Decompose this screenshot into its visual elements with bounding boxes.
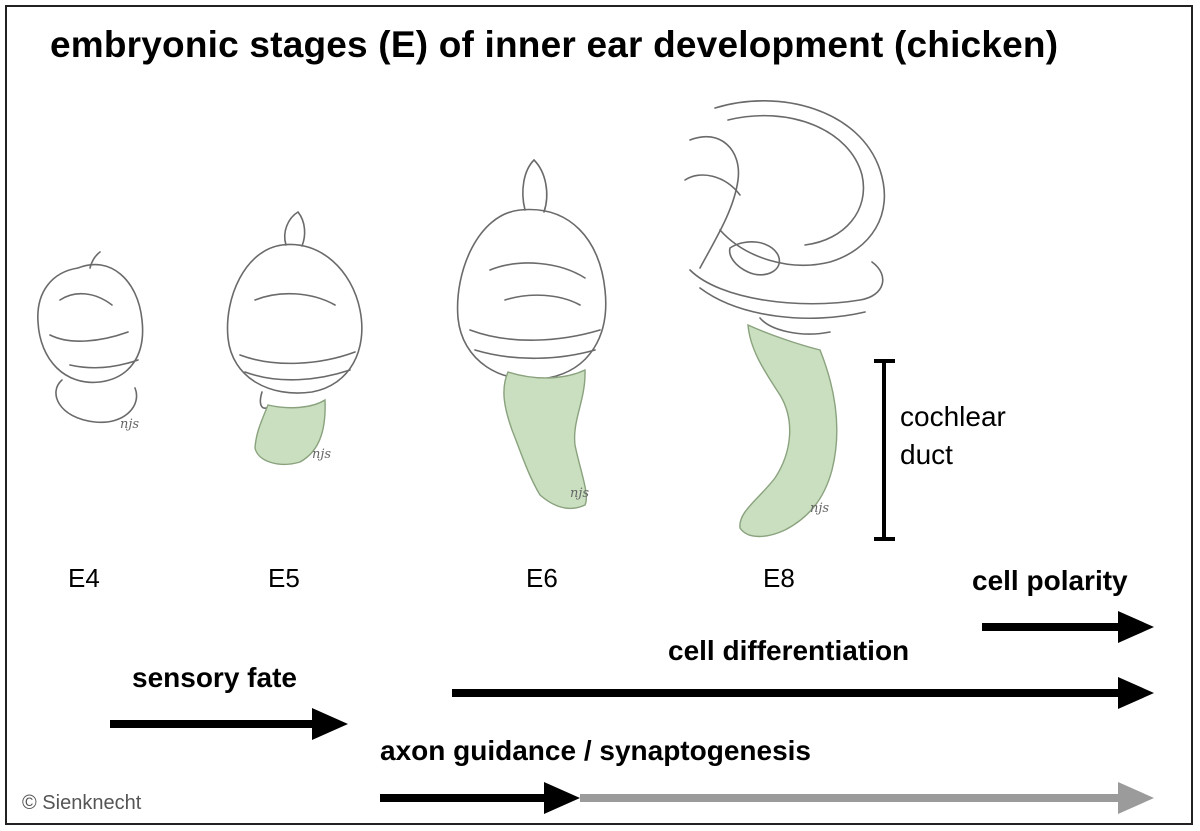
cochlear-bracket xyxy=(874,359,895,541)
stage-label-e4: E4 xyxy=(68,563,100,593)
cell-polarity-arrow xyxy=(982,611,1154,643)
signature-e6: njs xyxy=(570,486,589,501)
cochlear-duct-e6 xyxy=(503,368,587,510)
cell-differentiation-arrow xyxy=(452,677,1154,709)
ear-e5-sketch xyxy=(226,210,363,409)
signature-e8: njs xyxy=(810,501,829,516)
stage-label-e6: E6 xyxy=(526,563,558,593)
cochlear-duct-label: cochlear duct xyxy=(900,398,1006,474)
stage-label-e5: E5 xyxy=(268,563,300,593)
figure-frame xyxy=(5,5,1193,825)
cell-polarity-label: cell polarity xyxy=(972,565,1128,596)
signature-e5: njs xyxy=(312,447,331,462)
cochlear-label-line1: cochlear xyxy=(900,401,1006,432)
axon-guidance-label: axon guidance / synaptogenesis xyxy=(380,735,812,766)
axon-guidance-arrow-early xyxy=(380,782,580,814)
cochlear-duct-e5 xyxy=(254,398,326,466)
stage-label-e8: E8 xyxy=(763,563,795,593)
figure-title: embryonic stages (E) of inner ear develo… xyxy=(50,24,1059,65)
cochlear-duct-e8 xyxy=(739,323,838,538)
cell-differentiation-label: cell differentiation xyxy=(668,635,910,666)
ear-e4-sketch xyxy=(37,251,144,423)
sensory-fate-arrow xyxy=(110,708,348,740)
axon-guidance-arrow-late xyxy=(580,782,1154,814)
cochlear-label-line2: duct xyxy=(900,439,953,470)
sensory-fate-label: sensory fate xyxy=(132,662,297,693)
copyright-notice: © Sienknecht xyxy=(22,792,142,814)
signature-e4: njs xyxy=(120,417,139,432)
ear-e8-sketch xyxy=(684,100,886,335)
